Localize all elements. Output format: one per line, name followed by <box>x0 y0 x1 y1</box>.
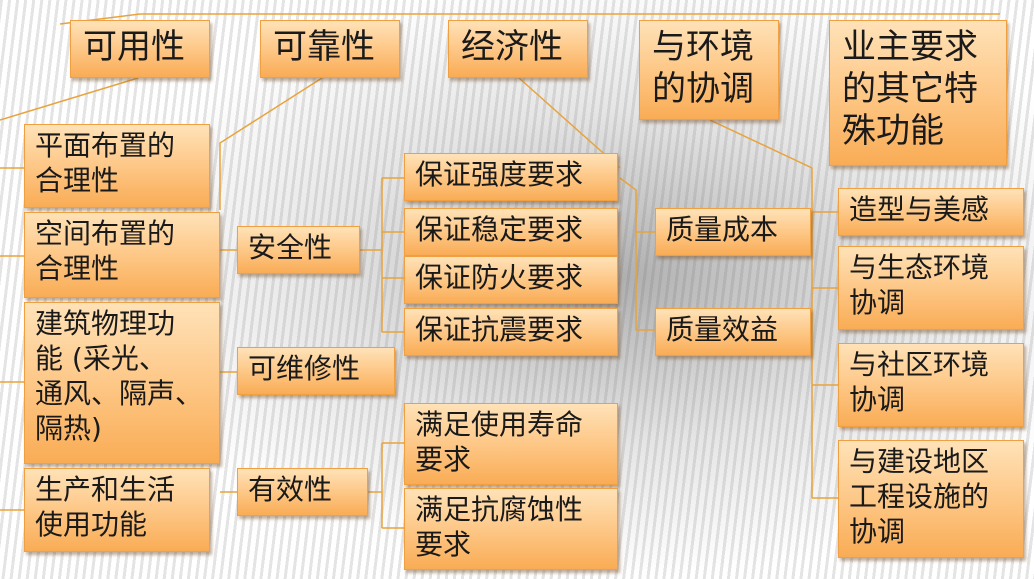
item-quality-cost: 质量成本 <box>655 208 811 256</box>
item-space-layout: 空间布置的 合理性 <box>24 212 220 298</box>
category-owner-requirements: 业主要求 的其它特 殊功能 <box>829 20 1007 166</box>
category-reliability: 可靠性 <box>260 20 400 78</box>
item-production-living: 生产和生活 使用功能 <box>24 468 210 552</box>
item-effectiveness: 有效性 <box>237 468 368 516</box>
item-fire: 保证防火要求 <box>404 256 618 304</box>
category-environment: 与环境 的协调 <box>639 20 779 120</box>
item-infrastructure: 与建设地区 工程设施的 协调 <box>838 440 1024 558</box>
item-quality-benefit: 质量效益 <box>655 308 811 356</box>
item-ecology: 与生态环境 协调 <box>838 246 1024 330</box>
item-service-life: 满足使用寿命 要求 <box>404 403 618 485</box>
category-availability: 可用性 <box>70 20 210 78</box>
item-seismic: 保证抗震要求 <box>404 308 618 356</box>
item-strength: 保证强度要求 <box>404 153 618 201</box>
item-plan-layout: 平面布置的 合理性 <box>24 124 210 208</box>
item-appearance: 造型与美感 <box>838 188 1024 236</box>
item-safety: 安全性 <box>237 226 360 274</box>
item-stability: 保证稳定要求 <box>404 208 618 256</box>
item-maintainability: 可维修性 <box>237 347 395 395</box>
item-corrosion: 满足抗腐蚀性 要求 <box>404 488 618 570</box>
item-community: 与社区环境 协调 <box>838 343 1024 427</box>
item-building-physics: 建筑物理功 能 (采光、 通风、隔声、 隔热) <box>24 302 220 464</box>
category-economy: 经济性 <box>448 20 588 78</box>
